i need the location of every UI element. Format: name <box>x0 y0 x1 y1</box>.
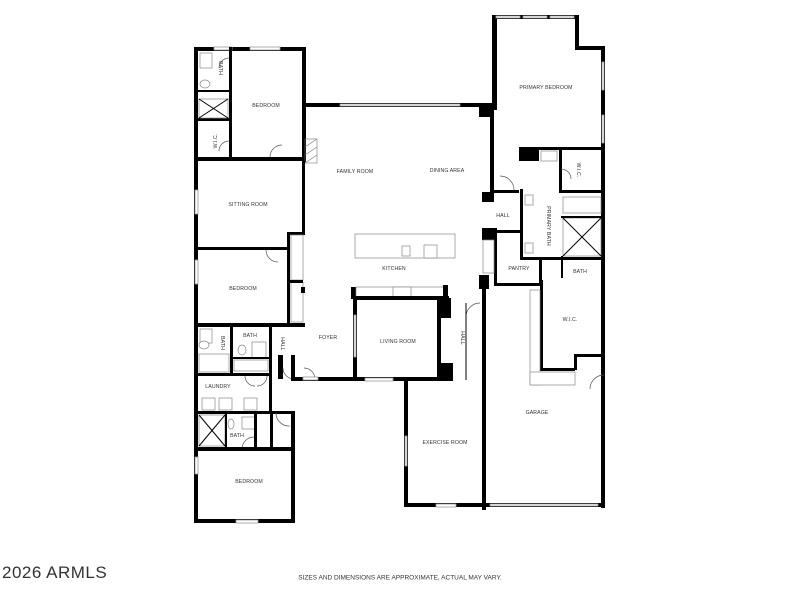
room-label-wic-primary: W.I.C. <box>575 162 581 178</box>
room-label-laundry: LAUNDRY <box>205 384 231 390</box>
room-label-bath-e: BATH <box>573 269 587 275</box>
room-label-bedroom-nw: BEDROOM <box>252 103 280 109</box>
room-label-living-room: LIVING ROOM <box>380 339 416 345</box>
room-label-hall-c: HALL <box>459 331 465 345</box>
west-exterior-wall <box>194 47 198 523</box>
room-label-family-room: FAMILY ROOM <box>336 169 374 175</box>
room-label-kitchen: KITCHEN <box>382 266 406 272</box>
copyright-watermark: 2026 ARMLS <box>2 563 108 582</box>
room-label-dining-area: DINING AREA <box>429 168 465 174</box>
room-label-hall-w: HALL <box>279 337 285 351</box>
disclaimer-text: SIZES AND DIMENSIONS ARE APPROXIMATE, AC… <box>298 574 502 582</box>
room-label-bedroom-w: BEDROOM <box>229 286 257 292</box>
room-label-primary-bath: PRIMARY BATH <box>545 206 551 246</box>
room-label-wic-e: W.I.C. <box>562 317 578 323</box>
room-label-bath-w2: BATH <box>243 333 257 339</box>
room-label-sitting-room: SITTING ROOM <box>228 202 268 208</box>
room-label-foyer: FOYER <box>318 335 338 341</box>
room-label-bath-sw: BATH <box>230 433 244 439</box>
room-label-bath-nw: BATH <box>217 61 223 75</box>
room-label-bedroom-sw: BEDROOM <box>235 479 263 485</box>
room-label-garage: GARAGE <box>525 410 549 416</box>
room-label-pantry: PANTRY <box>508 266 530 272</box>
room-label-wic-nw: W.I.C. <box>213 133 219 149</box>
room-label-exercise-room: EXERCISE ROOM <box>422 440 468 446</box>
room-label-hall-e: HALL <box>496 213 510 219</box>
room-label-bath-w1: BATH <box>219 336 225 350</box>
room-label-primary-bedroom: PRIMARY BEDROOM <box>519 85 573 91</box>
